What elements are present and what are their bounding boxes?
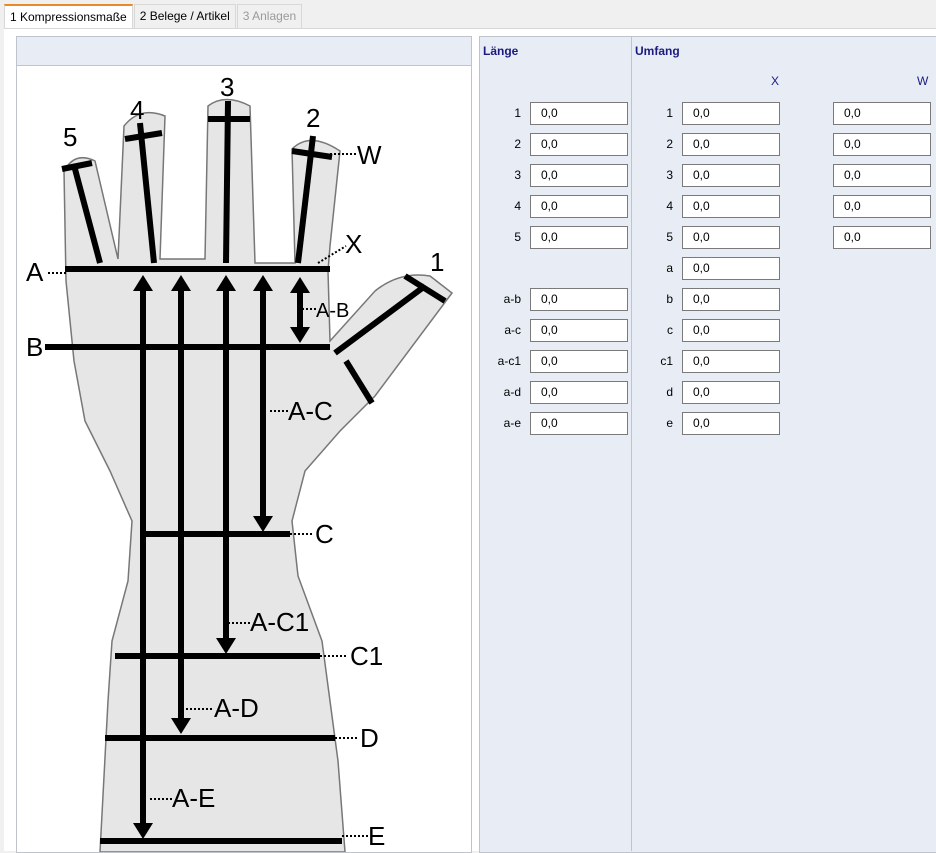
umfang-x-input-d[interactable]: 0,0 — [682, 381, 780, 404]
tab-belege-artikel[interactable]: 2 Belege / Artikel — [133, 4, 236, 28]
laenge-input-4[interactable]: 0,0 — [530, 195, 628, 218]
label-C1: C1 — [350, 641, 383, 671]
tab-anlagen[interactable]: 3 Anlagen — [236, 4, 303, 28]
label-C: C — [315, 519, 334, 549]
laenge-input-2[interactable]: 0,0 — [530, 133, 628, 156]
tab-kompressionsmasse[interactable]: 1 Kompressionsmaße — [4, 4, 133, 28]
hand-diagram-panel: A B C C1 D E W X 1 2 3 4 5 A-B A-C A-C1 … — [16, 36, 472, 853]
hand-measurement-diagram: A B C C1 D E W X 1 2 3 4 5 A-B A-C A-C1 … — [26, 72, 454, 852]
umfang-x-input-3[interactable]: 0,0 — [682, 164, 780, 187]
measurements-panel — [479, 36, 936, 853]
column-w-header: W — [917, 74, 929, 88]
laenge-input-1[interactable]: 0,0 — [530, 102, 628, 125]
column-x-header: X — [771, 74, 780, 88]
laenge-input-a-b[interactable]: 0,0 — [530, 288, 628, 311]
umfang-heading: Umfang — [635, 44, 680, 58]
umfang-x-input-2[interactable]: 0,0 — [682, 133, 780, 156]
umfang-w-input-2[interactable]: 0,0 — [833, 133, 931, 156]
laenge-row-label: a-c1 — [497, 354, 521, 368]
label-a-d: A-D — [214, 693, 259, 723]
laenge-row-label: 1 — [514, 106, 521, 120]
umfang-row-label: 2 — [666, 137, 673, 151]
label-X: X — [345, 229, 362, 259]
laenge-input-5[interactable]: 0,0 — [530, 226, 628, 249]
label-finger-5: 5 — [63, 122, 77, 152]
umfang-x-input-b[interactable]: 0,0 — [682, 288, 780, 311]
umfang-row-label: a — [666, 261, 673, 275]
umfang-w-input-1[interactable]: 0,0 — [833, 102, 931, 125]
laenge-row-label: a-e — [503, 416, 521, 430]
umfang-w-input-5[interactable]: 0,0 — [833, 226, 931, 249]
umfang-row-label: 3 — [666, 168, 673, 182]
umfang-row-label: 5 — [666, 230, 673, 244]
umfang-w-input-3[interactable]: 0,0 — [833, 164, 931, 187]
laenge-row-label: a-d — [503, 385, 521, 399]
umfang-row-label: c1 — [660, 354, 673, 368]
umfang-x-input-c[interactable]: 0,0 — [682, 319, 780, 342]
label-finger-2: 2 — [306, 103, 320, 133]
tab-bar: 1 Kompressionsmaße 2 Belege / Artikel 3 … — [4, 4, 303, 28]
label-a-c: A-C — [288, 396, 333, 426]
column-divider — [631, 37, 632, 851]
umfang-row-label: 1 — [666, 106, 673, 120]
laenge-row-label: 3 — [514, 168, 521, 182]
laenge-row-label: a-b — [503, 292, 521, 306]
laenge-input-a-e[interactable]: 0,0 — [530, 412, 628, 435]
label-D: D — [360, 723, 379, 753]
laenge-row-label: a-c — [504, 323, 521, 337]
hand-outline — [63, 98, 454, 852]
umfang-row-label: 4 — [666, 199, 673, 213]
umfang-x-input-e[interactable]: 0,0 — [682, 412, 780, 435]
laenge-row-label: 2 — [514, 137, 521, 151]
laenge-row-label: 5 — [514, 230, 521, 244]
umfang-row-label: e — [666, 416, 673, 430]
laenge-input-a-c1[interactable]: 0,0 — [530, 350, 628, 373]
umfang-w-input-4[interactable]: 0,0 — [833, 195, 931, 218]
umfang-row-label: d — [666, 385, 673, 399]
label-B: B — [26, 332, 43, 362]
label-finger-4: 4 — [130, 95, 144, 125]
label-W: W — [357, 140, 382, 170]
label-A: A — [26, 257, 44, 287]
label-E: E — [368, 821, 385, 851]
laenge-input-a-d[interactable]: 0,0 — [530, 381, 628, 404]
umfang-x-input-4[interactable]: 0,0 — [682, 195, 780, 218]
umfang-x-input-1[interactable]: 0,0 — [682, 102, 780, 125]
label-finger-3: 3 — [220, 72, 234, 102]
umfang-row-label: b — [666, 292, 673, 306]
diagram-header — [17, 37, 471, 66]
label-a-c1: A-C1 — [250, 607, 309, 637]
laenge-input-a-c[interactable]: 0,0 — [530, 319, 628, 342]
umfang-row-label: c — [667, 323, 673, 337]
umfang-x-input-5[interactable]: 0,0 — [682, 226, 780, 249]
label-a-b: A-B — [316, 300, 349, 322]
laenge-input-3[interactable]: 0,0 — [530, 164, 628, 187]
umfang-x-input-a[interactable]: 0,0 — [682, 257, 780, 280]
laenge-row-label: 4 — [514, 199, 521, 213]
laenge-heading: Länge — [483, 44, 519, 58]
label-finger-1: 1 — [430, 247, 444, 277]
umfang-x-input-c1[interactable]: 0,0 — [682, 350, 780, 373]
label-a-e: A-E — [172, 783, 215, 813]
